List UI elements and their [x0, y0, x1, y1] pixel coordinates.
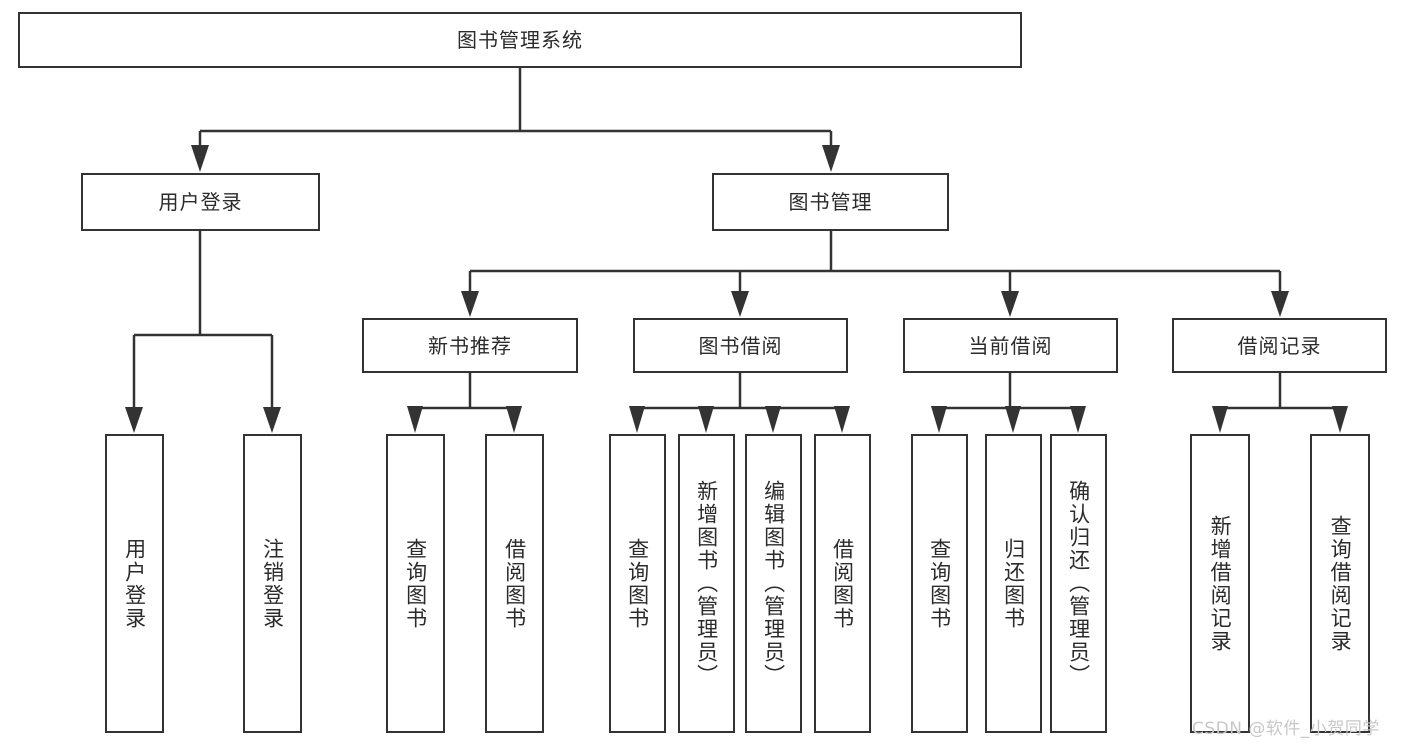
arrowhead-currentborrow	[1001, 291, 1019, 317]
node-leaf-borrow-book-1[interactable]: 借阅图书	[485, 434, 544, 733]
node-user-login[interactable]: 用户登录	[81, 173, 320, 231]
node-leaf-add-book-label: 新增图书（管理员）	[694, 480, 719, 687]
node-leaf-add-record-label: 新增借阅记录	[1208, 514, 1233, 653]
node-book-manage-label: 图书管理	[788, 190, 873, 214]
arrowhead-bookborrow	[731, 291, 749, 317]
node-leaf-query-book-1-label: 查询图书	[403, 537, 428, 630]
node-leaf-user-login-label: 用户登录	[122, 537, 147, 630]
node-root[interactable]: 图书管理系统	[18, 12, 1022, 68]
arrowhead-borrow-book-2	[834, 406, 850, 433]
node-root-label: 图书管理系统	[457, 28, 583, 52]
node-leaf-query-book-2-label: 查询图书	[625, 537, 650, 630]
csdn-watermark: CSDN @软件_小贺同学	[1192, 719, 1380, 739]
node-book-borrow[interactable]: 图书借阅	[633, 318, 848, 373]
arrowhead-newbook	[461, 291, 479, 317]
node-leaf-borrow-book-2-label: 借阅图书	[830, 537, 855, 630]
node-new-book-rec-label: 新书推荐	[428, 333, 512, 358]
arrowhead-book-manage	[822, 145, 840, 172]
arrowhead-return-book	[1005, 406, 1021, 433]
arrowhead-query-book-1	[407, 406, 423, 433]
node-current-borrow[interactable]: 当前借阅	[903, 318, 1118, 373]
node-leaf-return-book[interactable]: 归还图书	[985, 434, 1042, 733]
arrowhead-user-login	[191, 145, 209, 172]
node-current-borrow-label: 当前借阅	[968, 333, 1053, 358]
node-book-borrow-label: 图书借阅	[698, 333, 783, 358]
node-book-manage[interactable]: 图书管理	[712, 173, 949, 231]
node-leaf-borrow-book-1-label: 借阅图书	[502, 537, 527, 630]
node-borrow-record-label: 借阅记录	[1237, 333, 1322, 358]
node-leaf-return-book-label: 归还图书	[1001, 537, 1026, 630]
node-leaf-query-book-3[interactable]: 查询图书	[911, 434, 968, 733]
node-leaf-query-book-3-label: 查询图书	[927, 537, 952, 630]
arrowhead-borrowrecord	[1271, 291, 1289, 317]
node-leaf-edit-book[interactable]: 编辑图书（管理员）	[745, 434, 802, 733]
node-leaf-query-book-1[interactable]: 查询图书	[386, 434, 445, 733]
node-leaf-add-book[interactable]: 新增图书（管理员）	[678, 434, 735, 733]
node-leaf-borrow-book-2[interactable]: 借阅图书	[814, 434, 871, 733]
node-leaf-confirm-return[interactable]: 确认归还（管理员）	[1050, 434, 1107, 733]
arrowhead-add-record	[1212, 406, 1228, 433]
arrowhead-leaf-user-logout	[263, 407, 281, 433]
arrowhead-add-book	[698, 406, 714, 433]
node-leaf-query-record-label: 查询借阅记录	[1328, 514, 1353, 653]
node-leaf-user-login[interactable]: 用户登录	[105, 434, 164, 733]
node-leaf-edit-book-label: 编辑图书（管理员）	[761, 480, 786, 687]
arrowhead-query-record	[1332, 406, 1348, 433]
node-borrow-record[interactable]: 借阅记录	[1172, 318, 1387, 373]
arrowhead-edit-book	[765, 406, 781, 433]
node-leaf-confirm-return-label: 确认归还（管理员）	[1066, 480, 1091, 687]
node-leaf-query-record[interactable]: 查询借阅记录	[1310, 434, 1370, 733]
arrowhead-query-book-3	[931, 406, 947, 433]
arrowhead-borrow-book-1	[506, 406, 522, 433]
node-leaf-query-book-2[interactable]: 查询图书	[609, 434, 666, 733]
node-leaf-user-logout[interactable]: 注销登录	[243, 434, 302, 733]
arrowhead-leaf-user-login	[125, 407, 143, 433]
arrowhead-query-book-2	[629, 406, 645, 433]
arrowhead-confirm-return	[1070, 406, 1086, 433]
node-leaf-add-record[interactable]: 新增借阅记录	[1190, 434, 1250, 733]
node-leaf-user-logout-label: 注销登录	[260, 537, 285, 630]
arrowheads	[125, 145, 1348, 433]
node-new-book-rec[interactable]: 新书推荐	[362, 318, 578, 373]
node-user-login-label: 用户登录	[158, 190, 243, 214]
